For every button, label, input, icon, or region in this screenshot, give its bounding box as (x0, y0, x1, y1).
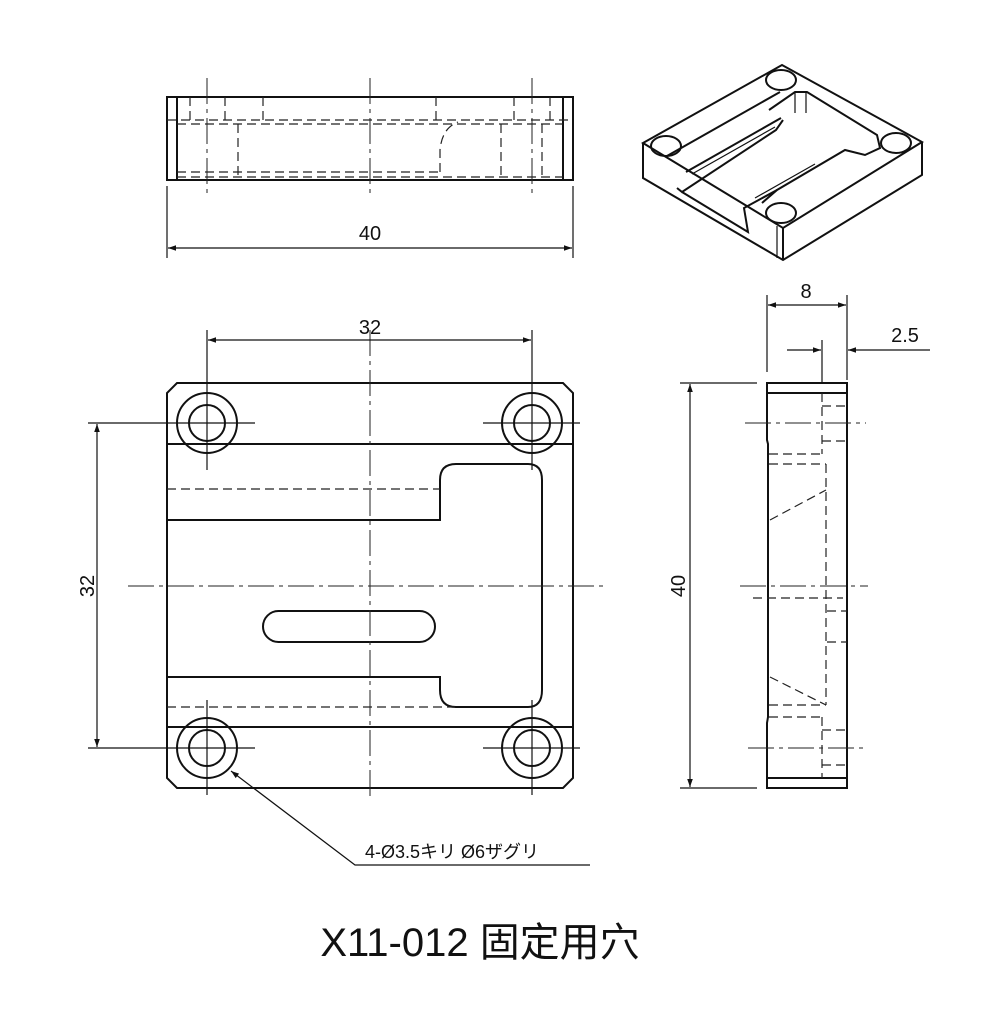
drawing-title: X11-012 固定用穴 (320, 921, 639, 965)
front-view: 32 32 4-Ø3.5キリ Ø6ザグリ (77, 317, 605, 866)
side-view: 8 2.5 40 (668, 281, 930, 789)
dim-side-step: 2.5 (891, 325, 919, 347)
top-view: 40 (166, 78, 574, 258)
isometric-view (641, 63, 924, 262)
dim-top-width: 40 (359, 223, 381, 245)
dim-hole-spacing-horizontal: 32 (359, 317, 381, 339)
dim-side-thickness: 8 (800, 281, 811, 303)
dim-hole-spacing-vertical: 32 (77, 575, 99, 597)
hole-note: 4-Ø3.5キリ Ø6ザグリ (365, 842, 539, 862)
dim-side-height: 40 (668, 575, 690, 597)
